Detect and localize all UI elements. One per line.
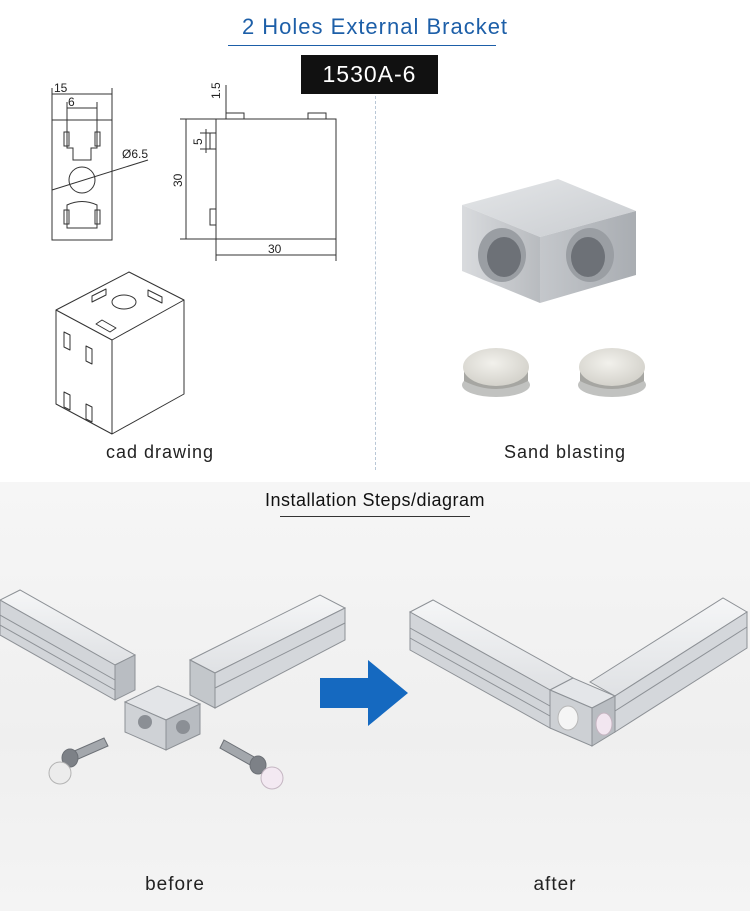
cad-side-view: 1.5 5 30 30 (171, 82, 337, 261)
before-label: before (145, 874, 205, 895)
after-label: after (533, 874, 577, 895)
dim-width-top: 15 (54, 81, 68, 95)
dim-top-offset: 1.5 (209, 82, 223, 99)
photo-caption: Sand blasting (503, 442, 627, 462)
dim-hole-diameter: Ø6.5 (122, 147, 148, 161)
dim-slot-offset: 5 (191, 138, 205, 145)
installation-title-underline (280, 516, 470, 517)
cad-caption: cad drawing (105, 442, 215, 462)
dim-height: 30 (171, 173, 185, 187)
after-diagram (408, 597, 748, 747)
dim-inner-width: 6 (68, 95, 75, 109)
bracket-product-photo (462, 179, 646, 397)
arrow-icon (320, 660, 408, 726)
page-title: 2 Holes External Bracket (241, 14, 509, 39)
installation-title: Installation Steps/diagram (264, 490, 486, 510)
model-badge: 1530A-6 (301, 55, 438, 94)
section-divider (375, 96, 376, 470)
title-underline (228, 45, 496, 46)
cad-front-view: 15 6 Ø6.5 (51, 81, 148, 241)
cad-isometric-view (55, 271, 185, 435)
before-diagram (0, 589, 347, 790)
dim-length: 30 (268, 242, 282, 256)
